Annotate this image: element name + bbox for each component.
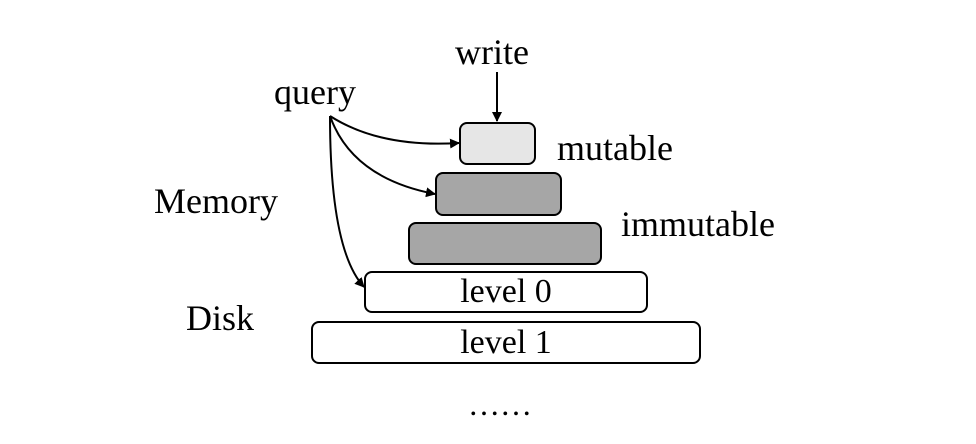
immutable-memtable-box-2 <box>408 222 602 265</box>
level0-label: level 0 <box>460 273 552 310</box>
memory-label: Memory <box>154 181 278 221</box>
level1-label: level 1 <box>460 323 552 361</box>
immutable-label: immutable <box>621 204 775 244</box>
mutable-label: mutable <box>557 128 673 168</box>
query-arrow-immutable <box>329 115 436 198</box>
mutable-memtable-box <box>459 122 536 165</box>
immutable-memtable-box-1 <box>435 172 562 216</box>
level1-box: level 1 <box>311 321 701 364</box>
ellipsis-label: …… <box>468 386 532 422</box>
write-label: write <box>455 32 529 72</box>
level0-box: level 0 <box>364 271 648 313</box>
query-arrow-mutable <box>329 115 460 149</box>
query-arrow-level0 <box>329 115 365 288</box>
disk-label: Disk <box>186 298 255 338</box>
query-label: query <box>274 72 356 112</box>
